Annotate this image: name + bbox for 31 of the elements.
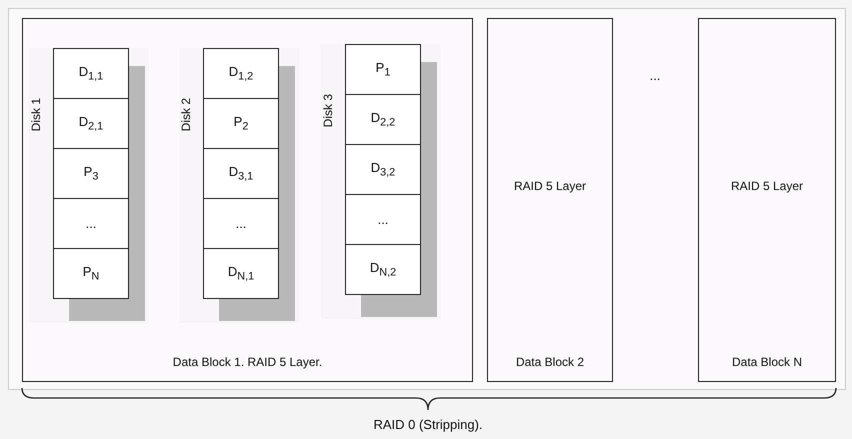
stripe-cell: D$_{1,2}$ — [203, 48, 279, 99]
stripe-cell: D$_{3,2}$ — [345, 144, 421, 195]
layer-label: RAID 5 Layer — [512, 179, 588, 193]
stripe-cell: ... — [203, 198, 279, 249]
data-block-box — [22, 18, 473, 382]
stripe-cell: P$_{N}$ — [53, 248, 129, 299]
block-caption: Data Block N — [730, 355, 804, 369]
disk-stack — [29, 48, 149, 323]
raid-caption: RAID 0 (Stripping). — [373, 417, 483, 432]
disk-stack — [321, 44, 441, 319]
stripe-cell: P$_{3}$ — [53, 148, 129, 199]
ellipsis-label: ... — [650, 68, 660, 83]
stripe-cell: D$_{N,1}$ — [203, 248, 279, 299]
stripe-cell: P$_{2}$ — [203, 98, 279, 149]
stripe-cell: ... — [345, 194, 421, 245]
data-block-box — [698, 18, 836, 382]
stripe-cell: D$_{2,1}$ — [53, 98, 129, 149]
stripe-cell: P$_{1}$ — [345, 44, 421, 95]
layer-label: RAID 5 Layer — [730, 179, 804, 193]
stripe-cell: D$_{1,1}$ — [53, 48, 129, 99]
block-caption: Data Block 2 — [514, 355, 586, 369]
disk-label: Disk 1 — [29, 98, 43, 132]
stripe-cell: D$_{3,1}$ — [203, 148, 279, 199]
data-block-box — [487, 18, 613, 382]
disk-label: Disk 2 — [179, 98, 193, 132]
disk-label: Disk 3 — [321, 94, 335, 128]
stripe-cell: ... — [53, 198, 129, 249]
disk-stack — [179, 48, 299, 323]
stripe-cell: D$_{N,2}$ — [345, 244, 421, 295]
block-caption: Data Block 1. RAID 5 Layer. — [172, 355, 324, 369]
stripe-cell: D$_{2,2}$ — [345, 94, 421, 145]
